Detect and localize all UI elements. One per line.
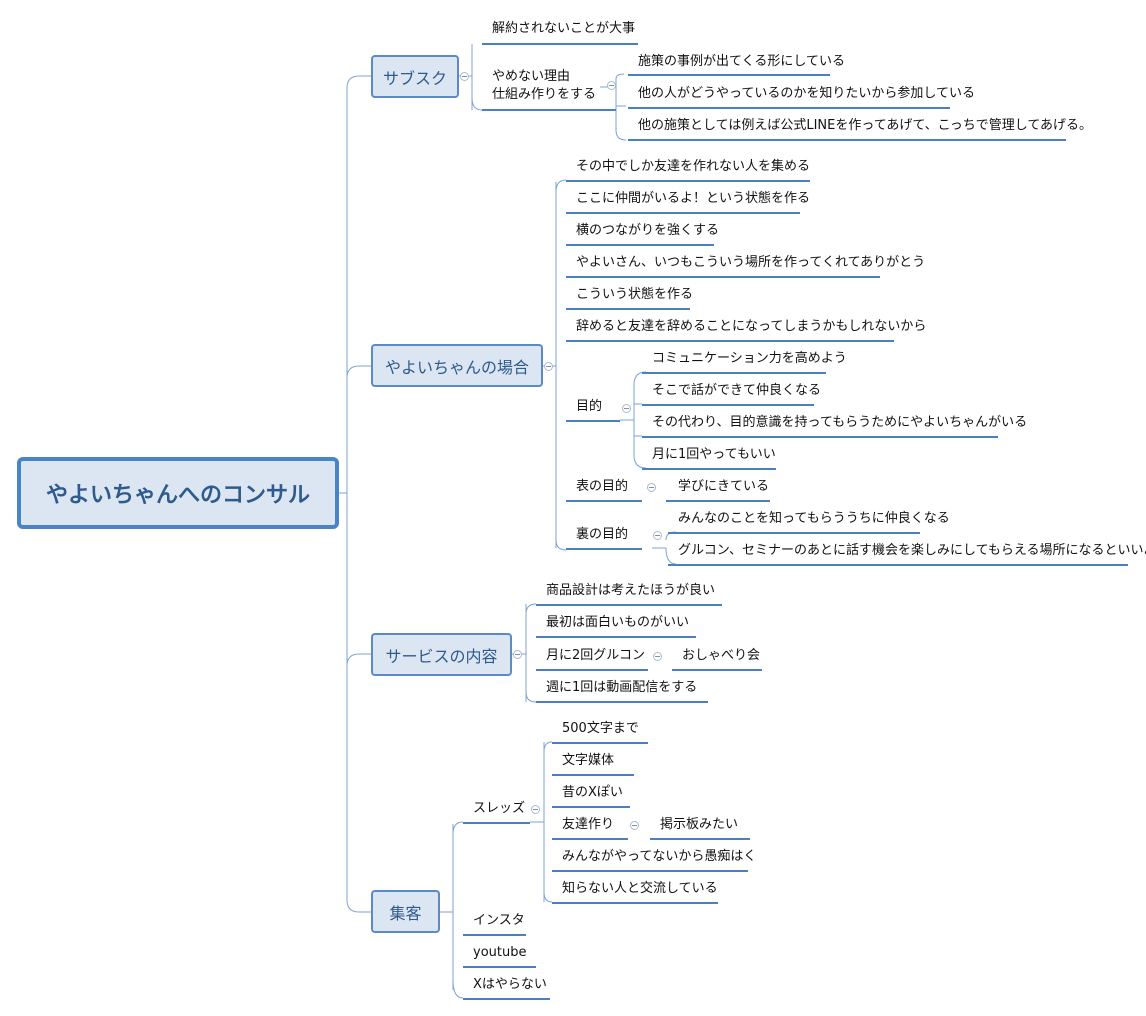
subtopic-label[interactable]: その中でしか友達を作れない人を集める (576, 159, 811, 174)
subtopic-label[interactable]: youtube (473, 945, 527, 960)
subtopic-label[interactable]: 知らない人と交流している (562, 881, 718, 896)
subtopic-label[interactable]: 裏の目的 (576, 527, 629, 542)
subtopic-label[interactable]: みんなのことを知ってもらううちに仲良くなる (678, 511, 950, 526)
collapse-icon[interactable] (544, 362, 553, 371)
subtopic-label[interactable]: 友達作り (562, 817, 615, 832)
subtopic-label[interactable]: 月に1回やってもいい (652, 447, 776, 462)
subtopic-label[interactable]: こういう状態を作る (576, 287, 694, 302)
subtopic-label[interactable]: 表の目的 (576, 479, 629, 494)
subtopic-label[interactable]: 横のつながりを強くする (576, 223, 720, 238)
subtopic-label[interactable]: 商品設計は考えたほうが良い (546, 583, 716, 598)
subtopic-label[interactable]: コミュニケーション力を高めよう (652, 351, 847, 366)
topic-subscription[interactable]: サブスク (371, 55, 459, 98)
subtopic-label[interactable]: 他の人がどうやっているのかを知りたいから参加している (638, 86, 975, 101)
subtopic-label[interactable]: やよいさん、いつもこういう場所を作ってくれてありがとう (576, 255, 926, 270)
collapse-icon[interactable] (653, 652, 662, 661)
subtopic-label[interactable]: 最初は面白いものがいい (546, 615, 690, 630)
subtopic-label[interactable]: その代わり、目的意識を持ってもらうためにやよいちゃんがいる (652, 415, 1028, 430)
subtopic-label[interactable]: 目的 (576, 399, 603, 414)
subtopic-label[interactable]: グルコン、セミナーのあとに話す機会を楽しみにしてもらえる場所になるといいよね (678, 543, 1146, 558)
subtopic-label[interactable]: 月に2回グルコン (546, 648, 646, 663)
collapse-icon[interactable] (607, 81, 616, 90)
subtopic-label[interactable]: やめない理由 (492, 69, 571, 84)
collapse-icon[interactable] (513, 650, 522, 659)
subtopic-label[interactable]: 昔のXぽい (562, 785, 623, 800)
collapse-icon[interactable] (531, 805, 540, 814)
subtopic-label[interactable]: 施策の事例が出てくる形にしている (638, 54, 845, 69)
root-topic[interactable]: やよいちゃんへのコンサル (17, 457, 339, 529)
collapse-icon[interactable] (622, 404, 631, 413)
subtopic-label[interactable]: スレッズ (473, 801, 526, 816)
subtopic-label[interactable]: ここに仲間がいるよ！という状態を作る (576, 191, 811, 206)
subtopic-label[interactable]: 辞めると友達を辞めることになってしまうかもしれないから (576, 319, 927, 334)
topic-customer-acquisition[interactable]: 集客 (371, 890, 440, 933)
subtopic-label[interactable]: そこで話ができて仲良くなる (652, 383, 822, 398)
subtopic-label[interactable]: 週に1回は動画配信をする (546, 680, 698, 695)
subtopic-label[interactable]: Xはやらない (473, 977, 547, 992)
subtopic-label[interactable]: おしゃべり会 (682, 648, 761, 663)
subtopic-label[interactable]: 500文字まで (562, 721, 639, 736)
collapse-icon[interactable] (460, 72, 469, 81)
subtopic-label[interactable]: 掲示板みたい (660, 817, 739, 832)
subtopic-label[interactable]: 仕組み作りをする (492, 87, 597, 102)
collapse-icon[interactable] (630, 821, 639, 830)
subtopic-label[interactable]: 文字媒体 (562, 753, 615, 768)
subtopic-label[interactable]: 学びにきている (678, 479, 770, 494)
topic-service-content[interactable]: サービスの内容 (371, 633, 512, 676)
subtopic-label[interactable]: みんながやってないから愚痴はく (562, 849, 757, 864)
collapse-icon[interactable] (653, 531, 662, 540)
collapse-icon[interactable] (647, 483, 656, 492)
topic-yayoi-case[interactable]: やよいちゃんの場合 (371, 344, 543, 387)
subtopic-label[interactable]: 他の施策としては例えば公式LINEを作ってあげて、こっちで管理してあげる。 (638, 118, 1092, 133)
subtopic-label[interactable]: インスタ (473, 913, 525, 928)
subtopic-label[interactable]: 解約されないことが大事 (492, 21, 636, 36)
